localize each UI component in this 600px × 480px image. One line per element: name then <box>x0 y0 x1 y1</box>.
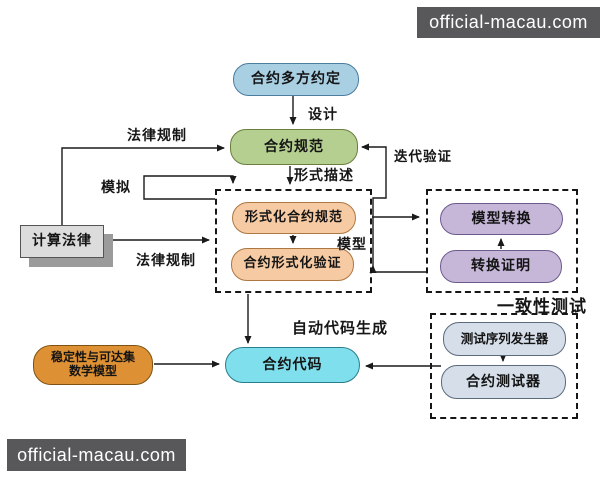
node-formal-spec-label: 形式化合约规范 <box>244 209 343 225</box>
node-test-sequence-generator: 测试序列发生器 <box>443 322 566 356</box>
node-model-transform: 模型转换 <box>440 203 563 235</box>
node-stability-model-label: 稳定性与可达集 数学模型 <box>50 350 135 378</box>
label-simulation: 模拟 <box>101 180 131 196</box>
node-formal-spec: 形式化合约规范 <box>232 202 356 234</box>
node-contract-tester: 合约测试器 <box>441 365 566 399</box>
node-contract-code: 合约代码 <box>225 347 360 383</box>
watermark-top-right-text: official-macau.com <box>429 12 588 32</box>
watermark-top-right: official-macau.com <box>417 7 600 38</box>
node-model-transform-label: 模型转换 <box>471 210 532 227</box>
node-computational-law: 计算法律 <box>20 225 104 258</box>
transformation-group-box <box>426 189 578 293</box>
node-contract-tester-label: 合约测试器 <box>466 373 541 390</box>
node-formal-verification: 合约形式化验证 <box>231 248 354 281</box>
edge-legal-regulation-top <box>61 144 225 225</box>
label-legal-regulation-top: 法律规制 <box>127 128 187 144</box>
node-contract-spec-label: 合约规范 <box>264 138 324 155</box>
node-contract-parties-label: 合约多方约定 <box>251 71 341 88</box>
edge-simulation-loop <box>143 175 237 200</box>
watermark-bottom-left-text: official-macau.com <box>17 444 176 465</box>
node-contract-parties: 合约多方约定 <box>233 63 359 96</box>
label-design: 设计 <box>308 107 338 123</box>
label-model: 模型 <box>337 237 367 253</box>
label-formal-description: 形式描述 <box>294 168 354 184</box>
node-transform-proof-label: 转换证明 <box>471 258 531 275</box>
node-transform-proof: 转换证明 <box>440 250 562 283</box>
label-legal-regulation-bottom: 法律规制 <box>136 253 196 269</box>
node-stability-model: 稳定性与可达集 数学模型 <box>33 345 153 385</box>
node-test-sequence-generator-label: 测试序列发生器 <box>460 330 549 346</box>
watermark-bottom-left: official-macau.com <box>7 439 186 471</box>
label-iterative-verification: 迭代验证 <box>394 149 452 165</box>
node-computational-law-label: 计算法律 <box>32 233 92 250</box>
node-contract-code-label: 合约代码 <box>262 356 323 373</box>
testing-group-box <box>430 313 578 419</box>
node-contract-spec: 合约规范 <box>230 129 358 165</box>
label-auto-code-generation: 自动代码生成 <box>292 319 389 337</box>
edge-iterative-verification <box>361 143 426 273</box>
formalization-group-box <box>215 189 372 293</box>
node-formal-verification-label: 合约形式化验证 <box>243 256 342 272</box>
label-consistency-testing: 一致性测试 <box>497 297 587 317</box>
